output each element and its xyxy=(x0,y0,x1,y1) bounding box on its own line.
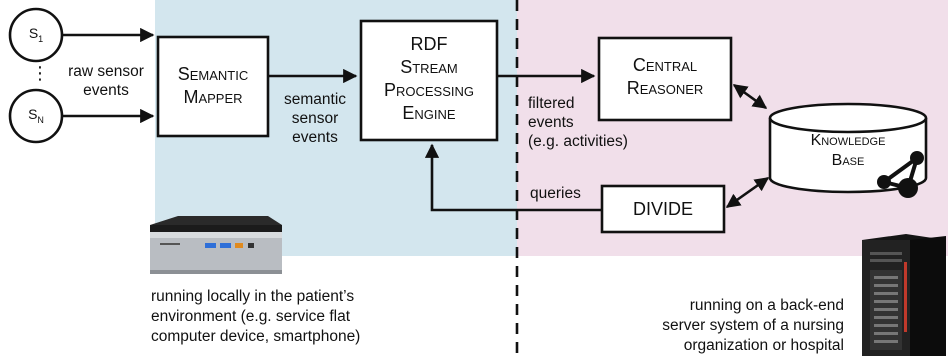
semantic-sensor-events-line-1: semantic xyxy=(283,91,347,108)
local-caption-line-1: running locally in the patient’s xyxy=(151,288,355,305)
raw-sensor-events-label: raw sensor events xyxy=(56,62,156,100)
divide-label: DIVIDE xyxy=(632,199,693,219)
sensor-n-base: S xyxy=(28,106,38,122)
rdf-graph-icon xyxy=(877,151,924,198)
rdf-engine-line-3: Processing xyxy=(383,80,475,100)
local-caption-line-3: computer device, smartphone) xyxy=(151,328,361,345)
rdf-engine-box xyxy=(359,19,499,142)
central-reasoner-line-2: Reasoner xyxy=(626,78,704,98)
semantic-sensor-events-line-2: sensor xyxy=(291,110,339,127)
raw-sensor-events-line-2: events xyxy=(83,82,129,99)
semantic-sensor-events-line-3: events xyxy=(292,129,338,146)
sensor-1-sub: 1 xyxy=(38,33,44,44)
backend-caption-line-1: running on a back-end xyxy=(689,297,844,314)
local-caption-line-2: environment (e.g. service flat xyxy=(151,308,351,325)
filtered-events-line-1: filtered xyxy=(528,95,575,112)
semantic-mapper-line-1: Semantic xyxy=(177,64,249,84)
filtered-events-line-2: events xyxy=(528,114,574,131)
sensor-ellipsis: ⋮ xyxy=(31,63,49,83)
knowledge-base-cylinder xyxy=(768,102,928,194)
central-reasoner-label: Central Reasoner xyxy=(599,54,731,100)
rdf-engine-line-4: Engine xyxy=(402,103,456,123)
queries-label: queries xyxy=(530,185,581,202)
knowledge-base-line-2: Base xyxy=(831,152,865,169)
arrow-divide-kb xyxy=(725,176,770,209)
backend-caption-line-3: organization or hospital xyxy=(683,337,844,354)
rdf-engine-label: RDF Stream Processing Engine xyxy=(361,33,497,125)
arrow-reasoner-kb xyxy=(732,83,768,110)
sensor-1-base: S xyxy=(28,25,39,41)
sensor-label-n: SN xyxy=(10,106,62,125)
arrow-divide-to-engine xyxy=(424,143,602,212)
backend-caption: running on a back-end server system of a… xyxy=(600,296,844,356)
semantic-mapper-label: Semantic Mapper xyxy=(158,63,268,109)
semantic-mapper-box xyxy=(156,35,270,138)
rdf-engine-line-1: RDF xyxy=(410,34,448,54)
semantic-sensor-events-label: semantic sensor events xyxy=(272,90,358,147)
tower-server-icon xyxy=(862,234,946,356)
sensor-n-sub: N xyxy=(37,114,44,125)
central-reasoner-box xyxy=(597,36,733,122)
knowledge-base-label: Knowledge Base xyxy=(770,131,926,171)
local-caption: running locally in the patient’s environ… xyxy=(151,287,451,347)
backend-caption-line-2: server system of a nursing xyxy=(662,317,844,334)
sensor-label-1: S1 xyxy=(10,25,62,44)
knowledge-base-line-1: Knowledge xyxy=(810,132,886,149)
central-reasoner-line-1: Central xyxy=(632,55,698,75)
semantic-mapper-line-2: Mapper xyxy=(183,87,243,107)
rdf-engine-line-2: Stream xyxy=(400,57,458,77)
raw-sensor-events-line-1: raw sensor xyxy=(68,63,144,80)
filtered-events-label: filtered events (e.g. activities) xyxy=(528,94,668,151)
mini-pc-icon xyxy=(150,216,282,274)
filtered-events-line-3: (e.g. activities) xyxy=(528,133,628,150)
